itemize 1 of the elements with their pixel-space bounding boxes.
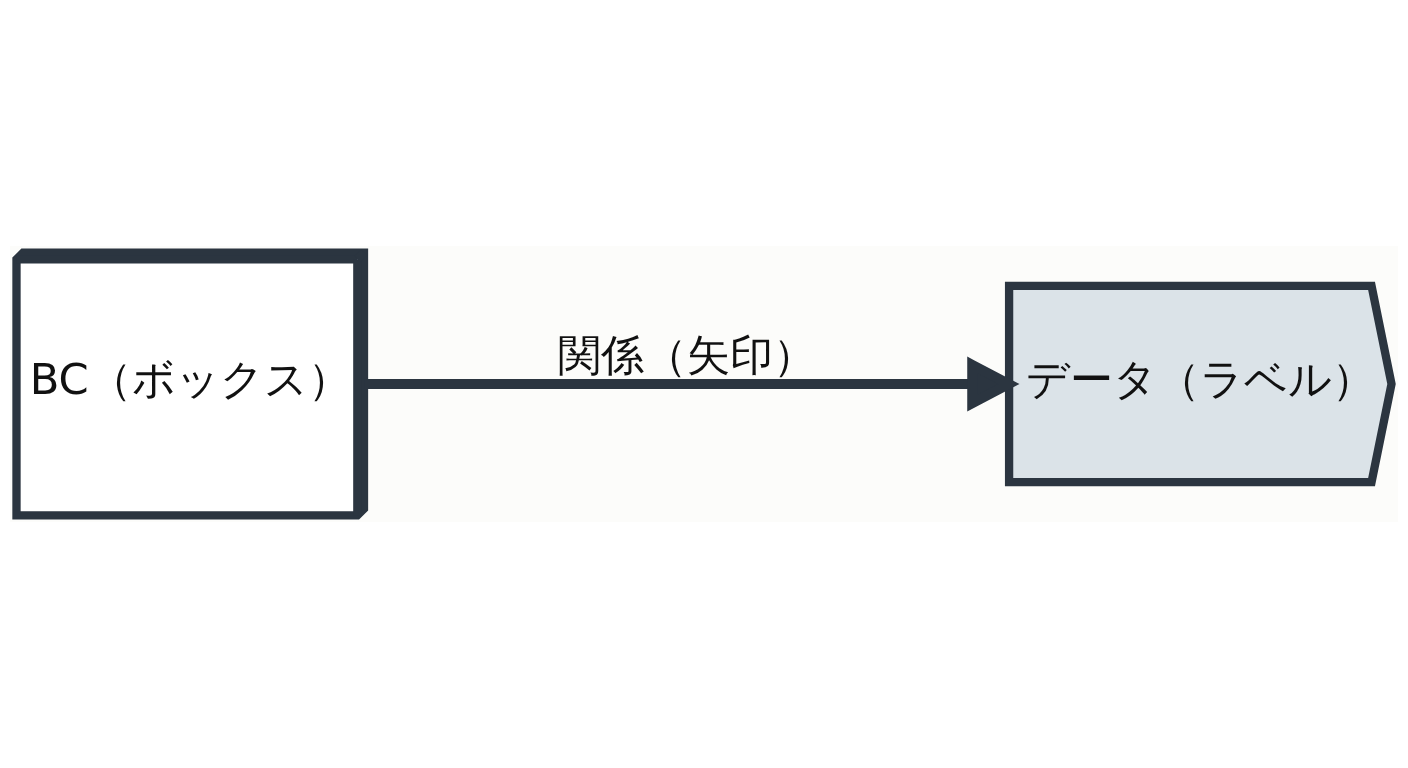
edge-label: 関係（矢印） (557, 330, 816, 381)
